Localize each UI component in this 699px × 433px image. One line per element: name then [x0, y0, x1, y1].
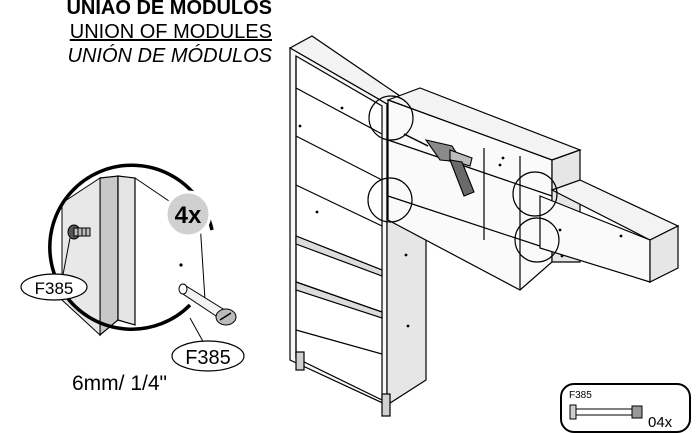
drill-size-note: 6mm/ 1/4"	[72, 372, 167, 395]
drill-icon	[403, 133, 475, 197]
parts-code: F385	[569, 390, 592, 401]
part-label-left: F385	[35, 279, 74, 298]
connector-screw-icon	[178, 283, 237, 326]
connection-highlight-circles	[367, 95, 560, 263]
tall-bookcase-module	[288, 35, 427, 417]
connector-screw-icon	[569, 404, 643, 420]
parts-box: F385 04x	[560, 383, 691, 433]
title-portuguese: UNIÃO DE MÓDULOS	[66, 0, 272, 19]
assembly-holes	[298, 106, 623, 328]
parts-quantity: 04x	[648, 414, 673, 431]
title-block: UNIÃO DE MÓDULOS UNION OF MODULES UNIÓN …	[0, 0, 272, 68]
title-spanish: UNIÓN DE MÓDULOS	[67, 45, 272, 67]
connector-bolt-in-panel	[67, 224, 91, 240]
quantity-badge: 4x	[175, 202, 202, 229]
detail-magnifier	[20, 163, 245, 372]
part-label-right: F385	[185, 347, 231, 369]
horizontal-shelf-module	[386, 87, 680, 291]
title-english: UNION OF MODULES	[69, 21, 272, 43]
